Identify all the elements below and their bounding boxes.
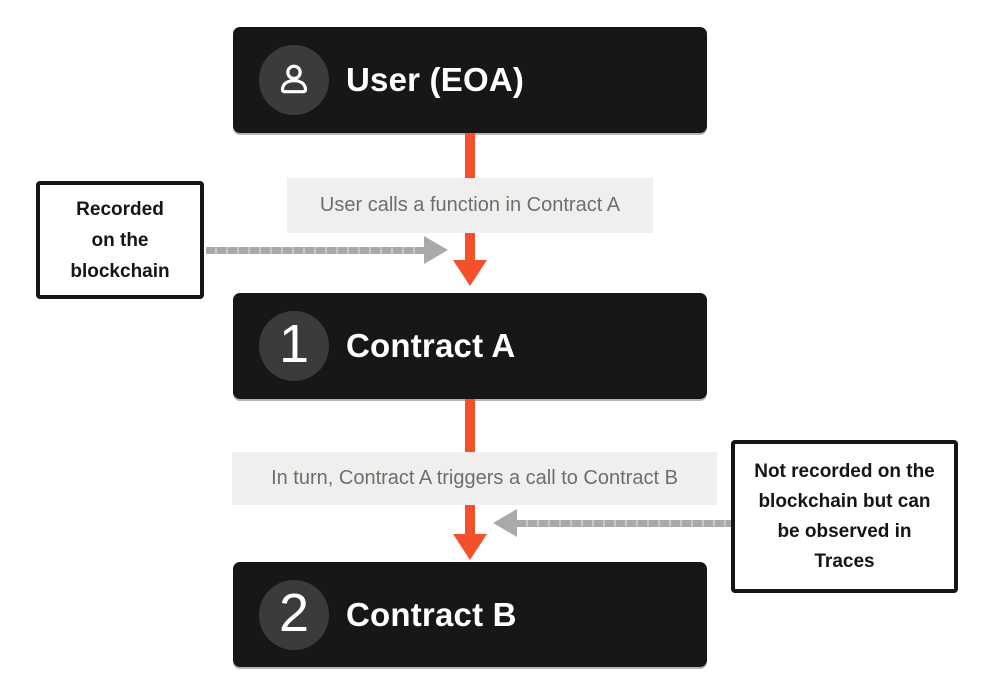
flow-arrow-a-to-b-shaft-top — [465, 399, 475, 453]
node-title: Contract B — [346, 595, 517, 633]
node-user-eoa: User (EOA) — [233, 27, 707, 133]
node-contract-a: 1 Contract A — [233, 293, 707, 399]
flow-arrow-user-to-a-shaft-bottom — [465, 233, 475, 262]
node-contract-b: 2 Contract B — [233, 562, 707, 667]
edge-label-contract-call: In turn, Contract A triggers a call to C… — [232, 452, 717, 505]
arrow-left-icon — [493, 509, 517, 537]
user-icon — [280, 64, 308, 94]
arrow-down-icon — [453, 534, 487, 560]
step-badge-1: 1 — [259, 311, 329, 381]
step-badge-2: 2 — [259, 579, 329, 650]
flow-arrow-a-to-b-shaft-bottom — [465, 505, 475, 536]
callout-recorded-on-blockchain: Recorded on the blockchain — [36, 181, 204, 299]
annotation-arrow-right-shaft — [517, 520, 731, 527]
step-number: 1 — [278, 314, 310, 374]
user-avatar — [259, 45, 329, 115]
annotation-arrow-left-shaft — [206, 247, 424, 254]
edge-label-user-call: User calls a function in Contract A — [287, 178, 653, 233]
node-title: User (EOA) — [346, 61, 525, 98]
arrow-right-icon — [424, 236, 448, 264]
callout-not-recorded: Not recorded on the blockchain but can b… — [731, 440, 958, 593]
arrow-down-icon — [453, 260, 487, 286]
node-title: Contract A — [346, 327, 516, 364]
step-number: 2 — [278, 582, 310, 643]
flow-arrow-user-to-a-shaft-top — [465, 133, 475, 179]
